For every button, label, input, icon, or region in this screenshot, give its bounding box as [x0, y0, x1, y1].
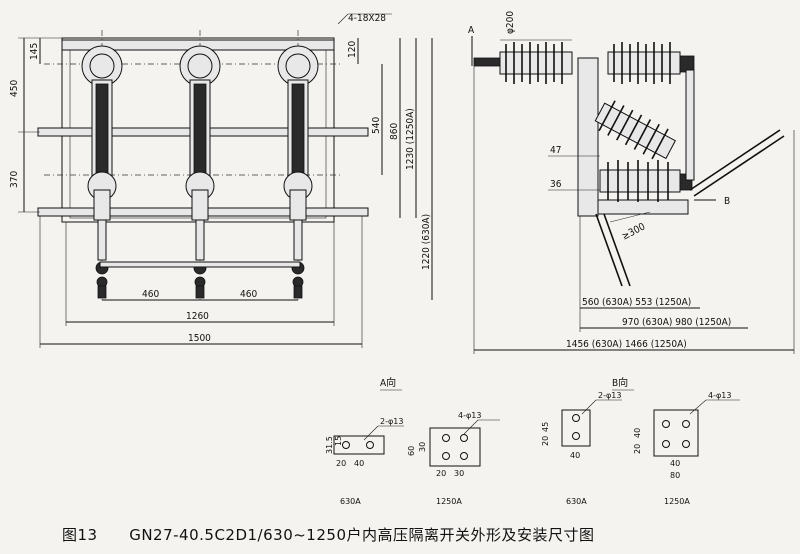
a630-h1: 20	[336, 459, 346, 468]
dim-1230: 1230 (1250A)	[405, 108, 416, 170]
detail-b-630: 2-φ13 20 45 40 630A	[541, 391, 622, 506]
b1250-v2: 40	[633, 428, 642, 438]
dim-1500: 1500	[188, 333, 211, 344]
dim-560: 560 (630A) 553 (1250A)	[582, 297, 691, 308]
view-b-marker: B	[724, 196, 730, 207]
dim-1220: 1220 (630A)	[421, 214, 432, 270]
operating-arm	[595, 213, 623, 287]
b630-h1: 40	[570, 451, 580, 460]
dim-1260: 1260	[186, 311, 209, 322]
figure-number: 图13	[62, 526, 98, 544]
dim-460-left: 460	[142, 289, 159, 300]
lower-insulator	[599, 160, 693, 202]
operating-link-bar	[99, 261, 301, 268]
b1250-holes: 4-φ13	[708, 391, 731, 400]
pole-phase-2	[179, 45, 221, 299]
figure-title: GN27-40.5C2D1/630~1250户内高压隔离开关外形及安装尺寸图	[129, 526, 595, 544]
dim-460-right: 460	[240, 289, 257, 300]
detail-b-title: B向	[612, 376, 628, 389]
dim-1456: 1456 (630A) 1466 (1250A)	[566, 339, 687, 350]
a1250-h1: 20	[436, 469, 446, 478]
detail-views: A向 B向 2-φ13 31.5 15 20 40 630A 4-φ	[325, 376, 740, 506]
side-base	[597, 199, 689, 215]
side-view: A B φ200 47 36 ≥300 560 (630A) 553 (1250…	[468, 11, 795, 354]
a630-v1: 31.5	[325, 436, 334, 454]
upper-insulator	[473, 42, 573, 84]
diagonal-insulator	[594, 100, 677, 160]
pole-phase-3	[277, 45, 319, 299]
front-dimension-lines	[18, 13, 433, 348]
a630-v2: 15	[334, 436, 343, 446]
b630-caption: 630A	[566, 497, 587, 506]
pole-phase-1	[81, 45, 123, 299]
b630-holes: 2-φ13	[598, 391, 621, 400]
a1250-v2: 30	[418, 442, 427, 452]
dim-970: 970 (630A) 980 (1250A)	[622, 317, 731, 328]
view-a-marker: A	[468, 25, 475, 36]
dim-145: 145	[29, 43, 40, 60]
dim-300: ≥300	[620, 221, 647, 242]
dim-860: 860	[389, 123, 400, 140]
vertical-link	[685, 69, 695, 181]
a1250-caption: 1250A	[436, 497, 462, 506]
a630-holes: 2-φ13	[380, 417, 403, 426]
dim-120: 120	[347, 41, 358, 58]
a1250-holes: 4-φ13	[458, 411, 481, 420]
b1250-h2: 80	[670, 471, 680, 480]
detail-a-630: 2-φ13 31.5 15 20 40 630A	[325, 417, 404, 506]
a630-caption: 630A	[340, 497, 361, 506]
detail-a-1250: 4-φ13 60 30 20 30 1250A	[407, 411, 500, 506]
a1250-v1: 60	[407, 446, 416, 456]
b1250-caption: 1250A	[664, 497, 690, 506]
dim-47: 47	[550, 145, 561, 156]
dim-370: 370	[9, 171, 20, 188]
figure-caption: 图13 GN27-40.5C2D1/630~1250户内高压隔离开关外形及安装尺…	[62, 524, 594, 545]
detail-b-1250: 4-φ13 20 40 40 80 1250A	[633, 391, 740, 506]
detail-a-title: A向	[380, 376, 396, 389]
dim-phi200: φ200	[505, 11, 516, 34]
dim-540: 540	[371, 117, 382, 134]
b1250-v1: 20	[633, 444, 642, 454]
upper-insulator-right	[607, 42, 695, 84]
b1250-h1: 40	[670, 459, 680, 468]
side-dimension-lines	[473, 39, 795, 354]
hole-spec-label: 4-18X28	[348, 13, 386, 24]
front-view: 4-18X28 145 450 370 120 540 860 1230 (12…	[9, 13, 433, 348]
b630-v1: 20	[541, 436, 550, 446]
side-frame	[577, 57, 599, 217]
dim-450: 450	[9, 80, 20, 97]
a1250-h2: 30	[454, 469, 464, 478]
switch-blade	[689, 129, 781, 191]
dim-36: 36	[550, 179, 562, 190]
b630-v2: 45	[541, 422, 550, 432]
a630-h2: 40	[354, 459, 364, 468]
